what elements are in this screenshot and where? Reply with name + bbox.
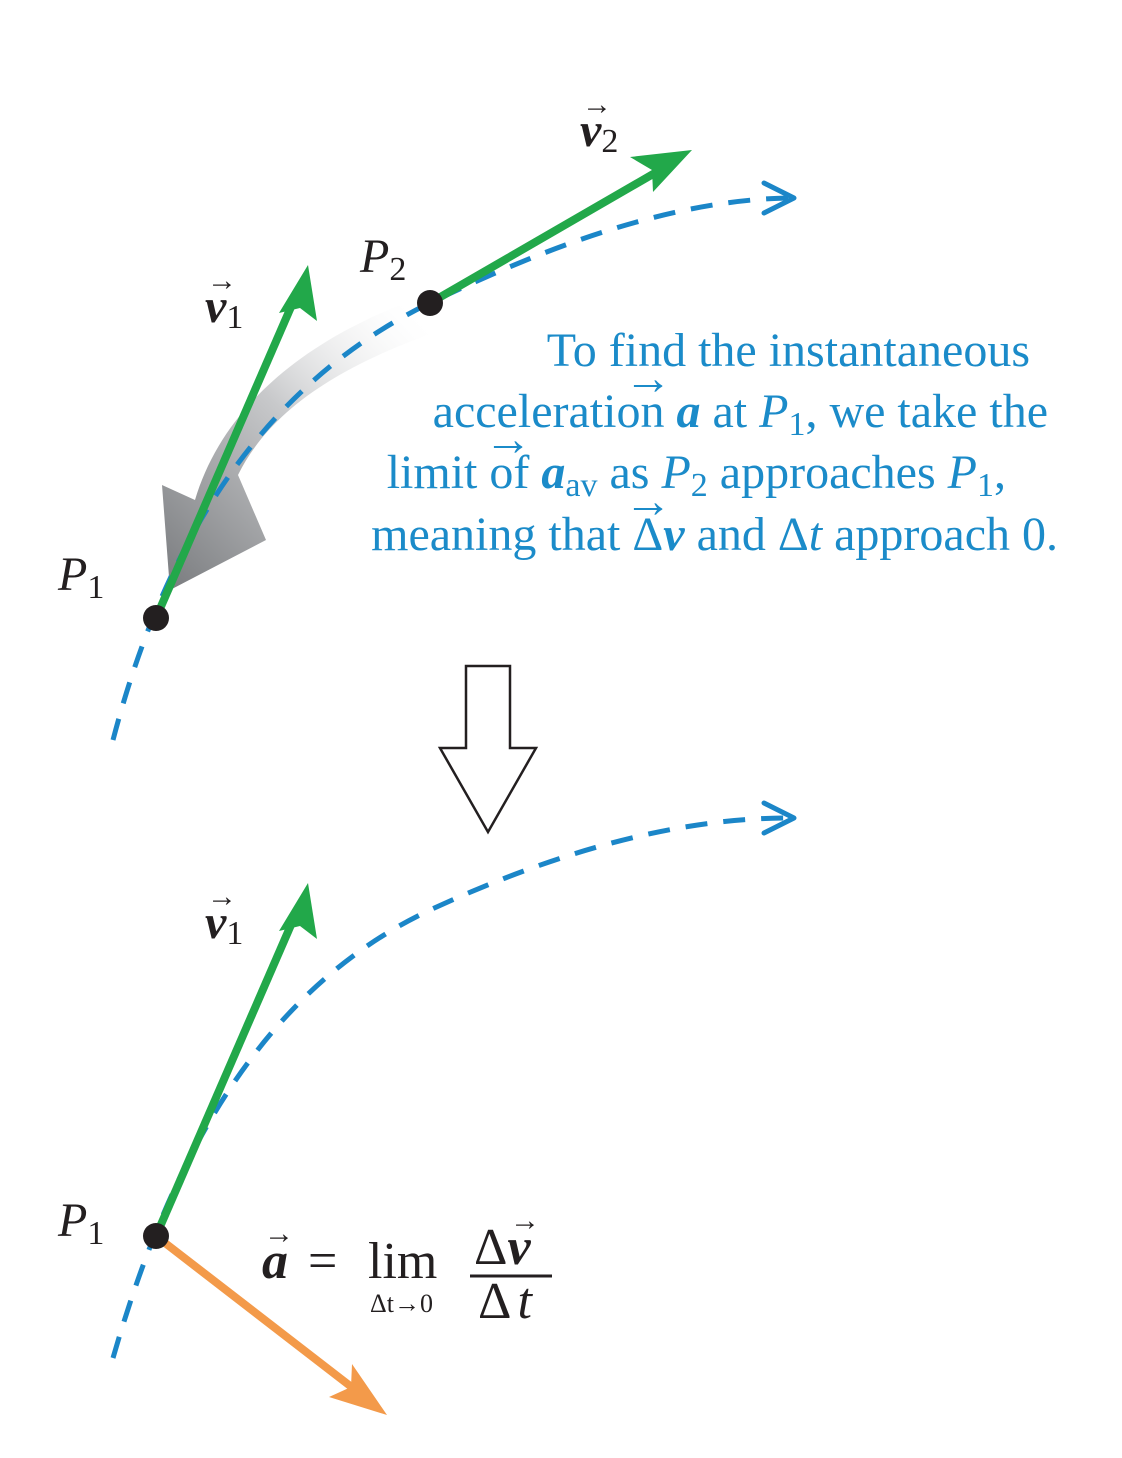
formula-lhs: a xyxy=(262,1233,288,1290)
formula-lim: lim xyxy=(368,1233,437,1290)
a-arrowhead xyxy=(329,1364,387,1415)
v1-label: v1 xyxy=(205,280,243,336)
p1-label-bottom: P1 xyxy=(57,1194,104,1252)
point-p1 xyxy=(143,605,169,631)
trajectory-arrowhead xyxy=(761,180,797,216)
approach-arrow xyxy=(162,296,442,590)
point-p2 xyxy=(417,290,443,316)
formula-numerator: Δv xyxy=(474,1219,531,1276)
caption-a-vector-arrow: → xyxy=(624,352,672,405)
a-arrow-shaft xyxy=(153,1232,361,1396)
caption-line-4: meaning that Δv and Δt approach 0. xyxy=(371,508,1058,561)
v2-vector-arrow: → xyxy=(582,88,612,121)
caption-line-2: acceleration a at P1, we take the xyxy=(433,385,1048,443)
point-p1-bottom xyxy=(143,1223,169,1249)
caption: To find the instantaneous acceleration a… xyxy=(371,324,1058,561)
v1-label-bottom: v1 xyxy=(205,896,243,952)
v2-arrowhead xyxy=(630,150,692,192)
v1-arrow-shaft-bottom xyxy=(152,916,298,1238)
formula-numerator-vector-arrow: → xyxy=(510,1204,540,1237)
formula-lhs-vector-arrow: → xyxy=(264,1217,294,1250)
caption-line-1: To find the instantaneous xyxy=(547,324,1030,377)
v1-vector-arrow: → xyxy=(207,264,237,297)
caption-line-3: limit of aav as P2 approaches P1, xyxy=(387,446,1006,504)
p1-label: P1 xyxy=(57,548,104,606)
formula-equals: = xyxy=(308,1233,337,1290)
p2-label: P2 xyxy=(359,230,406,288)
caption-dv-vector-arrow: → xyxy=(624,475,672,528)
caption-aav-vector-arrow: → xyxy=(484,413,532,466)
formula-lim-subscript: Δt→0 xyxy=(370,1289,433,1318)
v2-label: v2 xyxy=(580,104,618,160)
v1-vector-arrow-bottom: → xyxy=(207,880,237,913)
trajectory-arrowhead-bottom xyxy=(761,800,797,836)
top-panel: v1 → v2 → P2 P1 To find the instantaneou… xyxy=(57,88,1058,741)
v1-arrowhead xyxy=(279,265,317,321)
transition-down-arrow xyxy=(437,664,539,835)
v1-arrowhead-bottom xyxy=(279,883,317,939)
v1-arrow-shaft xyxy=(152,298,298,620)
v2-arrow-shaft xyxy=(427,166,663,307)
